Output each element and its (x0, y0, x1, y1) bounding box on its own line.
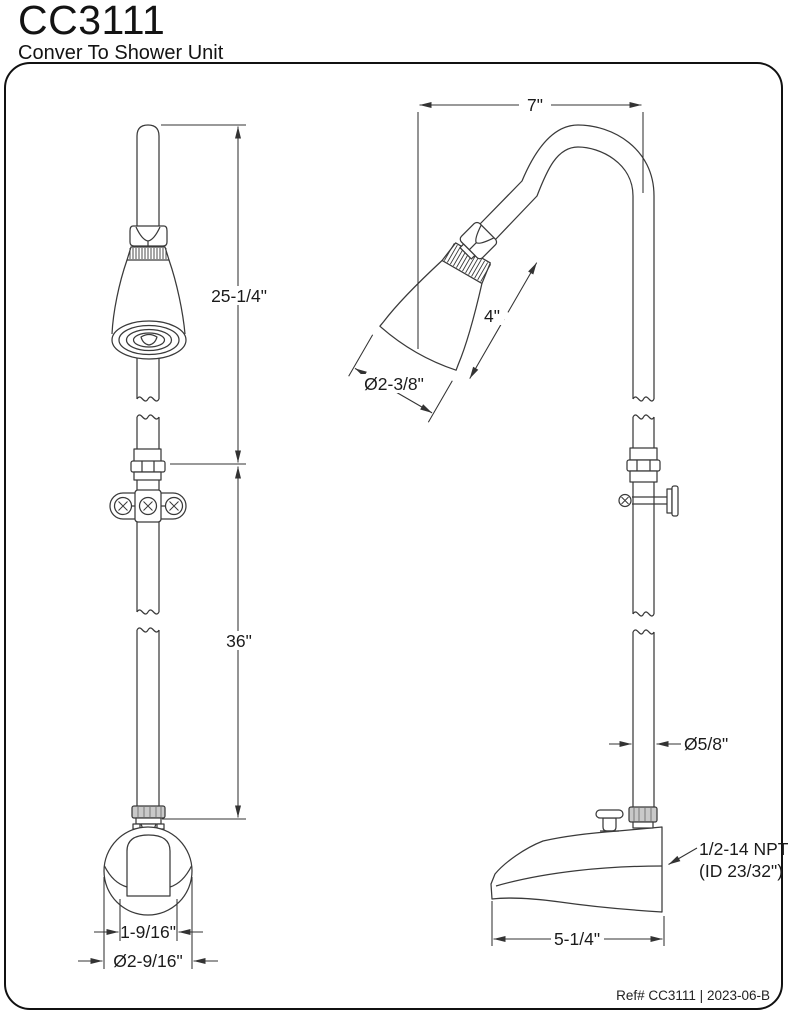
front-view (78, 124, 246, 969)
front-spout-nut (131, 805, 166, 819)
front-dimensions (78, 124, 246, 969)
pipe-break-icon (136, 627, 160, 633)
side-view (348, 102, 698, 946)
side-bell (379, 259, 483, 371)
side-spout-nut (628, 806, 658, 823)
pipe-break-icon (136, 414, 160, 420)
pipe-break-icon (136, 609, 160, 615)
front-bell (111, 259, 128, 335)
side-dimensions (417, 102, 698, 946)
title-block: CC3111 Conver To Shower Unit (18, 0, 223, 64)
pipe-break-icon (632, 414, 655, 420)
front-riser-pipe (136, 124, 160, 226)
pipe-break-icon (136, 396, 160, 402)
front-nozzle (140, 333, 158, 346)
pipe-break-icon (632, 629, 655, 635)
dim-spout-opening-label: 1-9/16" (120, 922, 176, 942)
front-spout-body (126, 834, 171, 897)
product-title: Conver To Shower Unit (18, 42, 224, 64)
dim-reach-label: 7" (527, 95, 543, 115)
pipe-break-icon (632, 396, 655, 402)
side-shower-head (348, 242, 538, 423)
dim-head-to-coupling-label: 25-1/4" (211, 286, 267, 306)
dim-coupling-to-spout-label: 36" (226, 631, 252, 651)
front-coupling-nut (130, 460, 166, 473)
side-spout-crease (495, 865, 663, 887)
side-gooseneck-inner (494, 146, 634, 399)
side-gooseneck-outer (479, 124, 655, 399)
side-spout-body (490, 826, 663, 913)
dim-pipe-diameter-label: Ø5/8" (684, 734, 728, 754)
dim-spout-flange-label: Ø2-9/16" (113, 951, 182, 971)
model-number: CC3111 (18, 0, 166, 43)
diverter-knob (595, 809, 624, 832)
front-coupling-sleeve (133, 448, 162, 463)
bracket-screw-icon (164, 496, 184, 516)
dim-spout-length-label: 5-1/4" (554, 929, 600, 949)
bracket-screw-icon (618, 493, 632, 508)
thread-spec-line1: 1/2-14 NPT (699, 839, 788, 859)
dim-head-face-label: Ø2-3/8" (364, 374, 424, 394)
side-wall-bracket (618, 485, 679, 517)
front-face-rim (111, 320, 187, 360)
side-ball-nut (459, 221, 498, 260)
reference-number: Ref# CC3111 | 2023-06-B (616, 988, 770, 1003)
dimension-labels: 25-1/4" 36" 1-9/16" Ø2-9/16" 7" 4" Ø2-3/… (113, 95, 788, 971)
side-coupling-sleeve (629, 447, 658, 461)
bracket-screw-icon (113, 496, 133, 516)
dim-head-length-label: 4" (484, 306, 500, 326)
drawing-border (4, 62, 783, 1010)
side-coupling-nut (626, 459, 661, 472)
pipe-break-icon (632, 611, 655, 617)
thread-spec-line2: (ID 23/32") (699, 861, 783, 881)
bracket-screw-icon (138, 496, 158, 516)
